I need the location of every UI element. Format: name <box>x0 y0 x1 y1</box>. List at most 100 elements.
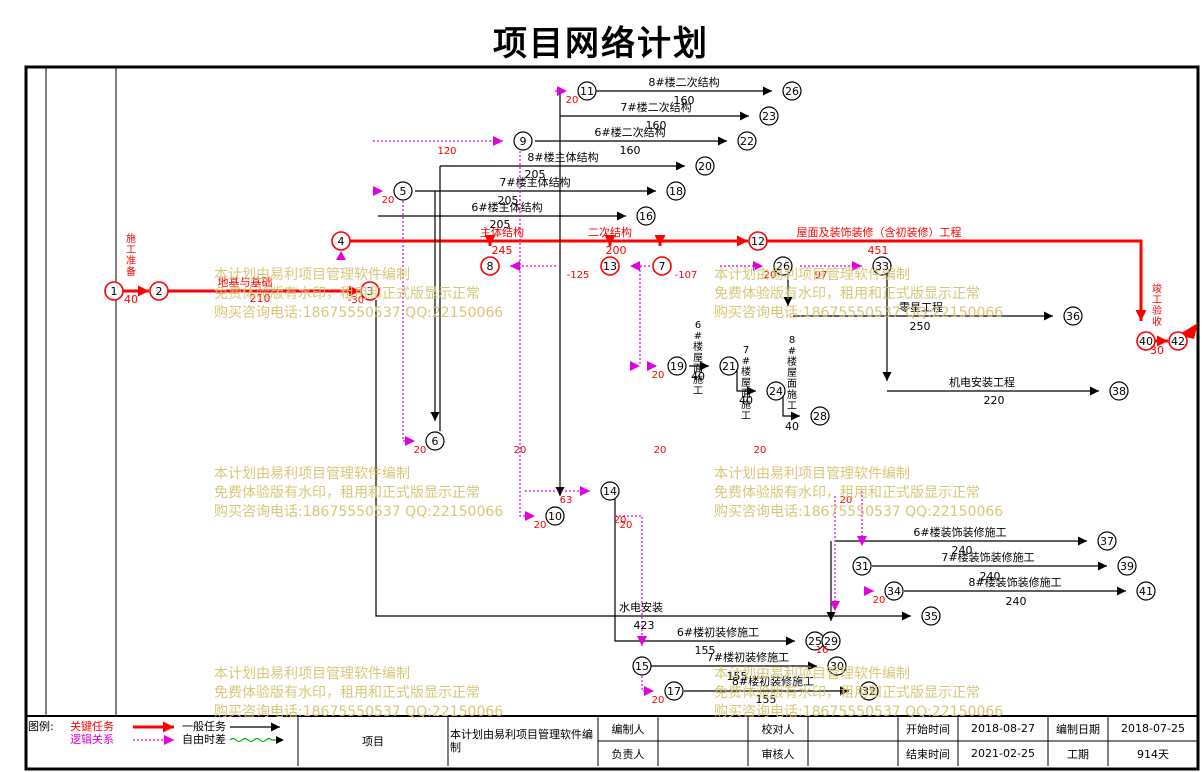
task-arrow <box>614 498 795 646</box>
task-name: 8 <box>789 335 795 346</box>
node-label: 22 <box>740 135 754 148</box>
node-label: 33 <box>875 260 889 273</box>
float-label: 20 <box>620 520 633 531</box>
node-label: 36 <box>1066 310 1080 323</box>
task-duration: 160 <box>646 119 667 132</box>
node-8 <box>480 256 500 276</box>
reviewed-by-value <box>808 741 898 766</box>
title-block: 图例: 关键任务 逻辑关系 一般任务 自由时差 项目 本计划由易利项目管理软件编… <box>26 716 1198 766</box>
logic-link <box>615 515 647 646</box>
prepared-by-label: 编制人 <box>611 722 645 736</box>
outer-frame <box>24 65 1200 771</box>
task-name: 机电安装工程 <box>949 375 1015 389</box>
task-duration: 40 <box>785 420 799 433</box>
float-label: 63 <box>560 495 573 506</box>
legend-float-wave <box>229 737 276 743</box>
node-37 <box>1097 531 1117 551</box>
node-40 <box>1136 331 1156 351</box>
legend-float-text: 自由时差 <box>182 733 226 746</box>
node-label: 40 <box>1139 335 1153 348</box>
legend-label: 图例: <box>28 720 54 733</box>
float-label: 20 <box>534 520 547 531</box>
node-label: 37 <box>1100 535 1114 548</box>
node-24 <box>766 381 786 401</box>
node-label: 35 <box>924 610 938 623</box>
task-name: 屋面及装饰装修（含初装修）工程 <box>797 225 962 239</box>
end-label: 结束时间 <box>906 747 950 761</box>
node-label: 42 <box>1171 335 1185 348</box>
node-42 <box>1168 331 1188 351</box>
task-duration: 451 <box>868 244 889 257</box>
task-name: 工 <box>126 245 136 256</box>
node-7 <box>652 256 672 276</box>
task-arrow <box>758 239 1147 321</box>
task-name: 8#楼主体结构 <box>527 150 598 164</box>
task-name: 施 <box>787 388 797 401</box>
node-label: 17 <box>667 685 681 698</box>
node-label: 26 <box>776 260 790 273</box>
float-label: 20 <box>566 95 579 106</box>
float-label: 20 <box>652 370 665 381</box>
task-name: 7 <box>743 345 749 356</box>
task-name: 收 <box>1152 315 1162 328</box>
start-label: 开始时间 <box>906 722 950 736</box>
task-duration: 200 <box>606 244 627 257</box>
task-arrow <box>736 366 756 396</box>
node-12 <box>748 231 768 251</box>
task-duration: 240 <box>1006 595 1027 608</box>
node-label: 8 <box>487 260 494 273</box>
task-name: 7#楼主体结构 <box>499 175 570 189</box>
task-name: 工 <box>693 386 703 397</box>
node-label: 4 <box>338 235 345 248</box>
node-label: 7 <box>659 260 666 273</box>
task-duration: 423 <box>634 619 655 632</box>
task-name: 6#楼装饰装修施工 <box>913 525 1006 539</box>
node-label: 2 <box>156 285 163 298</box>
task-name: 6#楼初装修施工 <box>677 625 759 639</box>
node-label: 6 <box>432 435 439 448</box>
float-label: 20 <box>654 445 667 456</box>
node-label: 19 <box>670 360 684 373</box>
legend-logic-text: 逻辑关系 <box>70 733 114 746</box>
page-title: 项目网络计划 <box>493 24 709 64</box>
task-name: 验 <box>1152 304 1162 317</box>
task-name: 8#楼二次结构 <box>648 75 719 89</box>
logic-link <box>402 201 415 446</box>
task-name: 屋 <box>741 377 751 389</box>
node-32 <box>859 681 879 701</box>
node-31 <box>852 556 872 576</box>
task-name: 7#楼二次结构 <box>620 100 691 114</box>
task-duration: 155 <box>727 670 748 683</box>
float-label: 20 <box>754 445 767 456</box>
task-name: 工 <box>787 401 797 412</box>
manager-value <box>658 741 748 766</box>
node-28 <box>810 406 830 426</box>
node-9 <box>513 131 533 151</box>
node-22 <box>737 131 757 151</box>
node-4 <box>331 231 351 251</box>
task-duration: 40 <box>124 293 138 306</box>
node-5 <box>393 181 413 201</box>
node-label: 26 <box>785 85 799 98</box>
node-36 <box>1063 306 1083 326</box>
float-label: 20 <box>764 270 777 281</box>
float-label: 120 <box>437 146 456 157</box>
node-label: 12 <box>751 235 765 248</box>
node-label: 30 <box>830 660 844 673</box>
task-duration: 40 <box>691 370 705 383</box>
float-label: 20 <box>514 445 527 456</box>
float-label: 97 <box>815 270 828 281</box>
node-38 <box>1109 381 1129 401</box>
node-19 <box>667 356 687 376</box>
task-name: 二次结构 <box>588 225 632 239</box>
task-name: 8#楼初装修施工 <box>732 674 814 688</box>
node-29 <box>821 631 841 651</box>
checked-by-label: 校对人 <box>761 722 795 736</box>
task-name: 工 <box>1152 295 1162 306</box>
float-label: -107 <box>675 270 698 281</box>
float-label: 20 <box>840 495 853 506</box>
task-duration: 155 <box>756 693 777 706</box>
node-label: 3 <box>367 285 374 298</box>
legend-float-arrowhead <box>276 736 284 744</box>
task-duration: 205 <box>525 168 546 181</box>
